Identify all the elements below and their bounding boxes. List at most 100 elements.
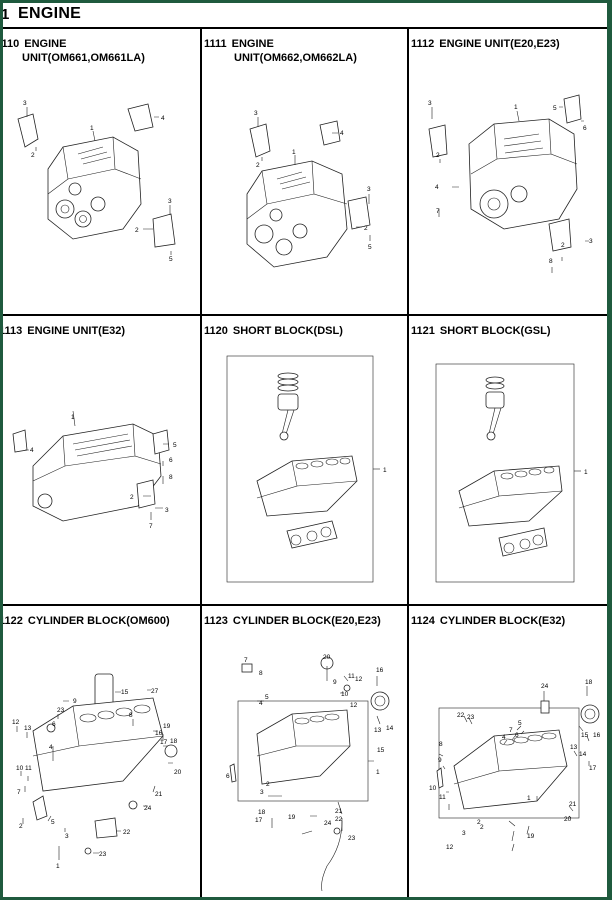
callout-ref: 18: [585, 679, 593, 686]
callout-ref: 21: [335, 808, 343, 815]
callout-ref: 2: [266, 781, 270, 788]
callout-ref: 3: [367, 186, 371, 193]
callout-ref: 6: [169, 457, 173, 464]
short-block-diagram: 1: [226, 355, 387, 583]
callout-ref: 24: [144, 805, 152, 812]
callout-lines: [26, 107, 172, 255]
callout-ref: 6: [515, 732, 519, 739]
callout-ref: 1: [584, 469, 588, 476]
panel-title: 1113ENGINE UNIT(E32): [3, 325, 126, 337]
callout-ref: 4: [502, 734, 506, 741]
callout-ref: 21: [569, 801, 577, 808]
engine-unit-diagram: 3 4 1 2 3 2 5: [246, 110, 372, 268]
callout-ref: 9: [333, 679, 337, 686]
callout-ref: 3: [254, 110, 258, 117]
callout-ref: 1: [376, 769, 380, 776]
engine-unit-diagram: 3 5 6 1 2 4 7 3 8 2: [428, 94, 593, 273]
callout-ref: 15: [581, 732, 589, 739]
callout-ref: 8: [549, 258, 553, 265]
callout-ref: 3: [168, 198, 172, 205]
callout-ref: 16: [593, 732, 601, 739]
callout-ref: 14: [386, 725, 394, 732]
callout-ref: 4: [49, 744, 53, 751]
callout-ref: 13: [570, 744, 578, 751]
callout-ref: 5: [173, 442, 177, 449]
callout-ref: 7: [149, 523, 153, 530]
callout-ref: 5: [265, 694, 269, 701]
callout-ref: 5: [51, 819, 55, 826]
callout-ref: 14: [579, 751, 587, 758]
callout-ref: 24: [324, 820, 332, 827]
callout-ref: 7: [436, 208, 440, 215]
callout-ref: 24: [541, 683, 549, 690]
section-header: 1 ENGINE: [3, 3, 607, 29]
callout-ref: 2: [436, 152, 440, 159]
callout-ref: 6: [583, 125, 587, 132]
callout-ref: 8: [169, 474, 173, 481]
callout-ref: 3: [23, 100, 27, 107]
callout-ref: 1: [56, 863, 60, 870]
callout-ref: 22: [335, 816, 343, 823]
callout-ref: 5: [553, 105, 557, 112]
callout-ref: 2: [135, 227, 139, 234]
callout-ref: 1: [527, 795, 531, 802]
engine-unit-diagram: 3 4 1 2 3 2 5: [17, 100, 176, 263]
callout-ref: 3: [428, 100, 432, 107]
callout-ref: 3: [165, 507, 169, 514]
callout-ref: 15: [377, 747, 385, 754]
callout-ref: 7: [509, 727, 513, 734]
callout-ref: 17: [255, 817, 263, 824]
callout-ref: 22: [123, 829, 131, 836]
callout-ref: 1: [383, 467, 387, 474]
callout-ref: 16: [155, 730, 163, 737]
callout-ref: 12: [355, 676, 363, 683]
engine-unit-diagram: 1 4 5 6 8 2 3 7: [12, 410, 177, 530]
callout-ref: 1: [90, 125, 94, 132]
callout-ref: 11: [25, 765, 32, 772]
callout-ref: 12: [350, 702, 358, 709]
callout-ref: 5: [368, 244, 372, 251]
panel-1113[interactable]: 1113ENGINE UNIT(E32) 1 4 5 6 8 2 3 7: [3, 316, 202, 606]
callout-ref: 11: [348, 673, 355, 680]
panel-title: 1110ENGINEUNIT(OM661,OM661LA): [3, 38, 145, 64]
callout-ref: 9: [438, 757, 442, 764]
callout-ref: 5: [169, 256, 173, 263]
callout-ref: 23: [467, 714, 475, 721]
callout-ref: 13: [374, 727, 382, 734]
callout-ref: 2: [561, 242, 565, 249]
callout-ref: 17: [160, 739, 168, 746]
callout-ref: 2: [31, 152, 35, 159]
callout-ref: 4: [30, 447, 34, 454]
callout-ref: 2: [256, 162, 260, 169]
callout-ref: 20: [564, 816, 572, 823]
callout-ref: 4: [259, 700, 263, 707]
callout-ref: 10: [16, 765, 24, 772]
callout-ref: 2: [19, 823, 23, 830]
callout-ref: 12: [446, 844, 454, 851]
callout-ref: 2: [480, 824, 484, 831]
catalog-page: 1 ENGINE 1110ENGINEUNIT(OM661,OM661LA) 3…: [3, 3, 607, 897]
callout-ref: 9: [73, 698, 77, 705]
cylinder-block-diagram: 20 7 8 9 11 12 10 16 4 5 12 3 13 14 15 1…: [226, 654, 394, 892]
callout-ref: 16: [376, 667, 384, 674]
callout-ref: 22: [457, 712, 465, 719]
panel-1110[interactable]: 1110ENGINEUNIT(OM661,OM661LA) 3 4 1 2 3 …: [3, 29, 202, 316]
callout-ref: 19: [527, 833, 535, 840]
callout-ref: 18: [258, 809, 266, 816]
callout-ref: 3: [65, 833, 69, 840]
callout-ref: 21: [155, 791, 163, 798]
callout-ref: 2: [130, 494, 134, 501]
callout-ref: 18: [170, 738, 178, 745]
callout-ref: 6: [226, 773, 230, 780]
callout-ref: 12: [12, 719, 20, 726]
